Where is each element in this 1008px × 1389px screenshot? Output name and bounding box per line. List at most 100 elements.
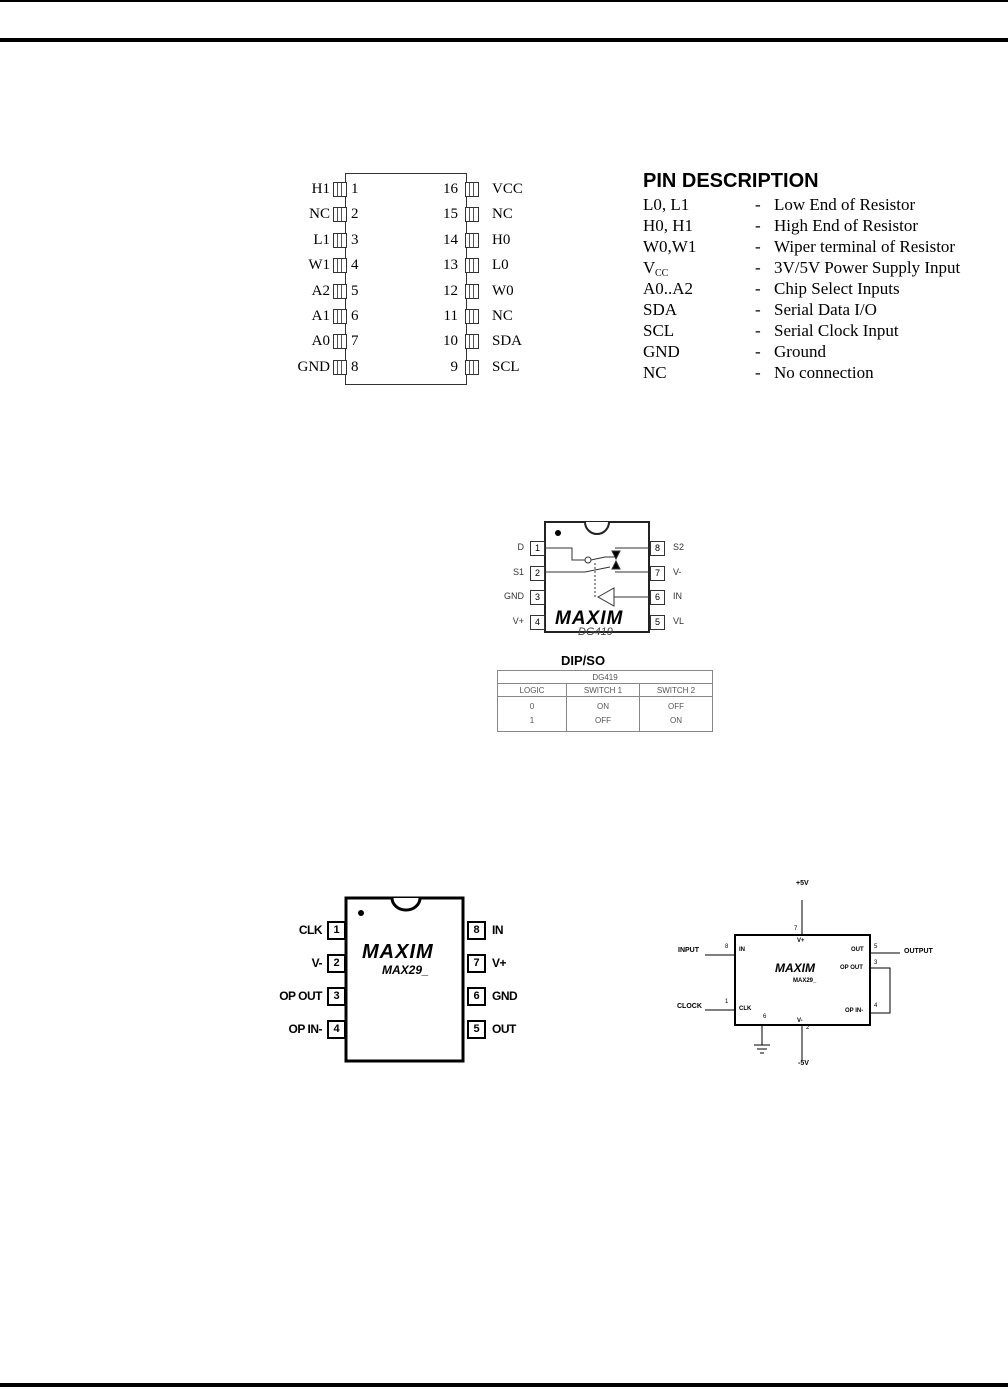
max29-logo: MAXIM (362, 941, 434, 963)
ic16-pin-3-num: 3 (351, 231, 359, 248)
ic16-pin-12-num: 12 (443, 282, 458, 299)
dg419-table-header: SWITCH 2 (639, 683, 713, 697)
dg419-part: DG419 (578, 626, 613, 638)
ic16-pin-14-name: H0 (492, 231, 511, 248)
ic16-pin-2-lead (333, 207, 347, 223)
ic16-pin-1-name: H1 (311, 181, 330, 197)
max29-notch (390, 897, 422, 912)
dg419-table-header: SWITCH 1 (566, 683, 640, 697)
ic16-pin-11-lead (465, 309, 479, 324)
ic16-pin-12-lead (465, 283, 479, 299)
ic16-pin-15-lead (465, 207, 479, 223)
dg419-pin-3-box: 3 (530, 590, 545, 605)
dg419-table-cell: 0 (529, 702, 535, 711)
pin-description-dash: - (755, 300, 761, 319)
dg419-pin1-dot (555, 530, 561, 536)
ic16-pin-1-num: 1 (351, 181, 359, 197)
max29-pin-5-box: 5 (467, 1020, 486, 1039)
dg419-pin-7-name: V- (673, 566, 682, 577)
max29-pin-3-name: OP OUT (279, 989, 322, 1003)
pin-description-text: Wiper terminal of Resistor (774, 237, 956, 256)
ic16-pin-3-lead (333, 232, 347, 248)
pin-description-title: PIN DESCRIPTION (643, 170, 819, 192)
dg419-pin-8-name: S2 (673, 542, 685, 552)
ic16-pin-9-name: SCL (492, 358, 520, 375)
circuit-part: MAX29_ (793, 978, 817, 984)
pin-description-name: SCL (643, 321, 675, 340)
ic16-pin-4-num: 4 (351, 257, 359, 274)
circuit-num-opout: 3 (874, 960, 878, 966)
ic16-pin-16-lead (465, 182, 479, 197)
max29-pin-6-box: 6 (467, 987, 486, 1006)
circuit-output-label: OUTPUT (904, 948, 933, 955)
pin-description-dash: - (755, 258, 761, 277)
dg419-notch (584, 521, 610, 535)
ic16-pin-10-num: 10 (443, 333, 458, 350)
pin-description-text: High End of Resistor (774, 216, 919, 235)
pin-description-name: NC (643, 363, 667, 382)
circuit-pin-in: IN (739, 947, 745, 953)
circuit-num-opin: 4 (874, 1003, 878, 1009)
dg419-pin-8-box: 8 (650, 541, 665, 556)
ic16-pin-5-name: A2 (311, 282, 330, 299)
ic16-pin-7-lead (333, 334, 347, 350)
dg419-pin-2-name: S1 (512, 566, 524, 577)
dg419-switch-schematic (545, 547, 649, 607)
max29-pin-4-box: 4 (327, 1020, 346, 1039)
circuit-pin-vp: V+ (797, 938, 805, 944)
pin-description-name: L0, L1 (643, 195, 690, 214)
max29-pin-3-box: 3 (327, 987, 346, 1006)
circuit-num-clk: 1 (725, 999, 729, 1005)
ic16-pin-2-num: 2 (351, 206, 359, 223)
circuit-schematic (705, 900, 900, 1060)
max29-pin-2-name: V- (311, 956, 323, 970)
max29-pin-8-name: IN (492, 923, 504, 937)
ic16-pin-8-num: 8 (351, 358, 359, 375)
pin-description-dash: - (755, 237, 761, 256)
ic16-pin-13-lead (465, 258, 479, 274)
pin-description-text: Chip Select Inputs (774, 279, 900, 298)
dg419-table-title: DG419 (497, 670, 713, 684)
ic16-pin-10-lead (465, 334, 479, 350)
pin-description-name: SDA (643, 300, 678, 319)
pin-description-text: Low End of Resistor (774, 195, 916, 214)
circuit-num-vp: 7 (794, 926, 798, 932)
dg419-pin-5-name: VL (673, 615, 685, 626)
dg419-logo: MAXIM (555, 608, 624, 629)
dg419-pin-7-box: 7 (650, 565, 665, 581)
dg419-pin-2-box: 2 (530, 565, 545, 581)
circuit-pin-out: OUT (851, 947, 864, 953)
pin-description-text: Ground (774, 342, 826, 361)
circuit-pin-vm: V- (797, 1018, 803, 1024)
circuit-supply-neg: -5V (798, 1060, 809, 1067)
pin-description-text: 3V/5V Power Supply Input (774, 258, 961, 277)
dg419-pin-4-box: 4 (530, 614, 545, 630)
ic16-pin-4-name: W1 (308, 257, 330, 274)
pin-description-dash: - (755, 216, 761, 235)
top-thin-rule (0, 0, 1008, 2)
max29-pin-7-name: V+ (492, 956, 507, 970)
ic16-pin-9-num: 9 (450, 358, 459, 375)
ic16-pin-11-num: 11 (443, 308, 458, 324)
ic16-pin-6-name: A1 (311, 308, 330, 324)
dg419-pin-3-name: GND (504, 591, 524, 601)
ic16-pin-15-num: 15 (443, 206, 458, 223)
max29-body (344, 896, 465, 1063)
pin-description-text: Serial Clock Input (774, 321, 899, 340)
ic16-pin-2-name: NC (309, 206, 330, 223)
pin-description-name: W0,W1 (643, 237, 697, 256)
max29-pin-8-box: 8 (467, 921, 486, 940)
ic16-pin-4-lead (333, 258, 347, 274)
max29-pin-7-box: 7 (467, 954, 486, 973)
circuit-pin-clk: CLK (739, 1006, 752, 1012)
max29-pin-6-name: GND (492, 989, 518, 1003)
ic16-pin-6-num: 6 (351, 308, 359, 324)
dg419-table-cell: ON (670, 716, 682, 725)
feedback-wire (870, 967, 891, 1014)
circuit-num-out: 5 (874, 944, 878, 950)
dg419-pin-6-name: IN (673, 591, 682, 601)
max29-pin-1-name: CLK (298, 923, 323, 937)
dg419-pin-4-name: V+ (512, 615, 524, 626)
